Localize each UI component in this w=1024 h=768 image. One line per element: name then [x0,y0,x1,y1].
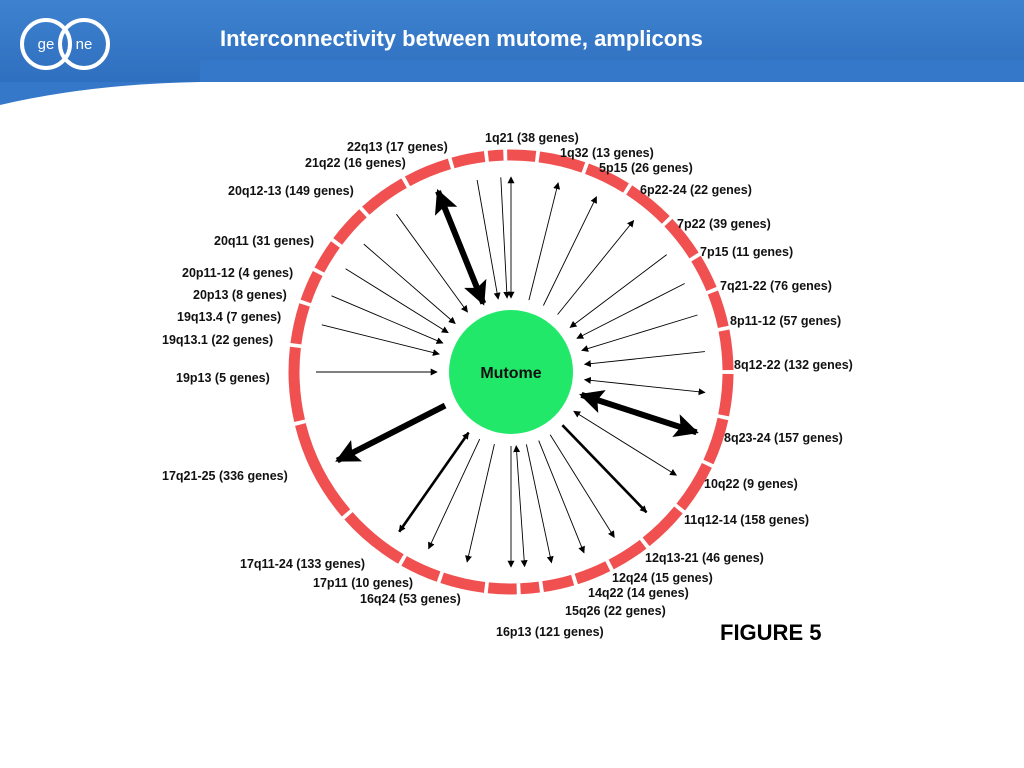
amplicon-label: 1q21 (38 genes) [485,131,579,145]
edge-arrow [335,402,447,464]
ring-segment [487,149,504,162]
amplicon-label: 19q13.4 (7 genes) [177,310,281,324]
amplicon-label: 11q12-14 (158 genes) [684,513,809,527]
logo-text-right: ne [76,36,93,53]
ring-segment [626,185,670,224]
edge-layer [316,176,706,568]
slide-title: Interconnectivity between mutome, amplic… [220,26,703,51]
ring-segment [404,158,452,187]
edge-arrow [576,283,685,339]
ring-segment [300,270,323,304]
amplicon-label: 20p11-12 (4 genes) [182,266,293,280]
ring-segment [691,255,717,292]
ring-segment [718,373,734,417]
edge-arrow [345,268,449,334]
edge-arrow [583,351,705,368]
amplicon-label: 19p13 (5 genes) [176,371,270,385]
edge-arrow [428,438,481,550]
ring-segment [333,209,367,245]
edge-arrow [549,434,615,538]
edge-arrow [542,196,597,306]
edge-arrow [561,424,648,514]
amplicon-label: 16q24 (53 genes) [360,592,461,606]
amplicon-label: 8p11-12 (57 genes) [730,314,841,328]
amplicon-labels: 1q21 (38 genes)1q32 (13 genes)5p15 (26 g… [162,131,853,639]
amplicon-label: 16p13 (121 genes) [496,625,604,639]
ring-segment [642,506,683,547]
amplicon-label: 7q21-22 (76 genes) [720,279,832,293]
ring-segment [451,151,486,169]
edge-arrow [396,213,468,313]
amplicon-label: 7p15 (11 genes) [700,245,793,259]
mutome-label: Mutome [480,365,541,382]
amplicon-label: 8q23-24 (157 genes) [724,431,843,445]
ring-segment [542,574,575,593]
edge-arrow [557,219,635,315]
edge-arrow [513,445,528,568]
ring-segment [487,582,517,595]
figure-label: FIGURE 5 [720,620,822,645]
ring-segment [608,539,647,570]
edge-arrow [573,410,677,476]
amplicon-label: 6p22-24 (22 genes) [640,183,752,197]
amplicon-ring [288,149,734,595]
amplicon-label: 19q13.1 (22 genes) [162,333,273,347]
amplicon-label: 10q22 (9 genes) [704,477,798,491]
header-swoosh [0,60,1024,105]
amplicon-label: 14q22 (14 genes) [588,586,689,600]
ring-segment [507,149,537,162]
edge-arrow [528,182,561,301]
amplicon-label: 22q13 (17 genes) [347,140,448,154]
gene-logo-icon: ge ne [20,18,110,70]
amplicon-label: 15q26 (22 genes) [565,604,666,618]
amplicon-label: 20q11 (31 genes) [214,234,314,248]
amplicon-label: 12q24 (15 genes) [612,571,713,585]
edge-arrow [569,254,667,328]
ring-segment [718,329,734,371]
edge-arrow [583,376,706,396]
edge-arrow [331,295,444,344]
ring-segment [574,561,611,585]
amplicon-label: 7p22 (39 genes) [677,217,771,231]
amplicon-label: 20p13 (8 genes) [193,288,287,302]
edge-arrow [476,179,501,300]
amplicon-label: 17p11 (10 genes) [313,576,413,590]
amplicon-label: 5p15 (26 genes) [599,161,693,175]
mutome-node [449,310,573,434]
ring-segment [344,512,404,564]
amplicon-label: 12q13-21 (46 genes) [645,551,764,565]
ring-segment [520,581,541,595]
edge-arrow [538,440,585,554]
ring-segment [664,218,699,259]
amplicon-label: 17q21-25 (336 genes) [162,469,288,483]
ring-segment [707,290,729,329]
edge-arrow [525,444,554,564]
amplicon-label: 1q32 (13 genes) [560,146,654,160]
ring-segment [290,303,310,345]
ring-segment [584,163,629,193]
ring-segment [314,241,340,273]
ring-segment [440,572,486,593]
edge-arrow [398,431,470,533]
logo-text-left: ge [38,36,55,53]
edge-arrow [500,177,511,299]
ring-segment [703,417,729,465]
edge-arrow [321,324,440,356]
ring-segment [288,346,305,423]
edge-arrow [465,443,495,563]
slide-header [0,0,1024,105]
ring-segment [295,423,351,517]
amplicon-label: 21q22 (16 genes) [305,156,406,170]
ring-segment [401,556,441,582]
ring-segment [676,462,712,511]
ring-segment [362,178,407,215]
ring-segment [538,151,586,173]
amplicon-label: 8q12-22 (132 genes) [734,358,853,372]
amplicon-label: 17q11-24 (133 genes) [240,557,365,571]
edge-arrow [581,314,698,352]
amplicon-label: 20q12-13 (149 genes) [228,184,354,198]
edge-arrow [434,188,487,306]
edge-arrow [363,243,456,324]
